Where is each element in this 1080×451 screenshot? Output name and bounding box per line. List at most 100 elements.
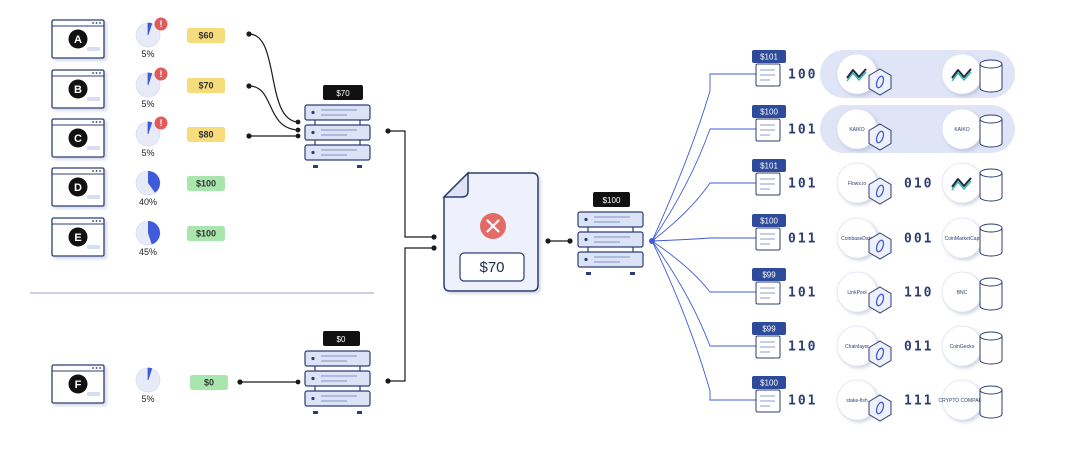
source-logo-label: KAIKO (849, 127, 864, 133)
bits-right: 011 (904, 340, 933, 355)
invalid-report-value: $70 (479, 259, 504, 276)
stake-percent: 45% (139, 247, 157, 257)
chainlink-hex-icon (868, 123, 892, 151)
price-pill (187, 176, 225, 191)
price-pill (187, 127, 225, 142)
aggregator-bottom-label: $0 (337, 335, 346, 344)
fan-line (651, 240, 756, 347)
stake-slice (148, 171, 160, 193)
aggregator-server-bottom: $0 (304, 331, 371, 414)
fan-hub (649, 238, 655, 244)
alert-icon (154, 67, 168, 81)
database-icon (979, 335, 1003, 365)
server-unit (304, 390, 371, 407)
chainlink-hex-icon (868, 232, 892, 260)
source-logo-label: CoinbaseData (841, 236, 873, 242)
alert-glyph: ! (160, 118, 163, 128)
bits-left: 101 (788, 123, 817, 138)
node-row-a: A!5%$60 (51, 17, 225, 59)
server-unit (577, 231, 644, 248)
alert-icon (154, 17, 168, 31)
database-icon (979, 227, 1003, 257)
chainlink-hex-icon (868, 340, 892, 368)
database-icon (979, 172, 1003, 202)
invalid-report-value-box (459, 252, 525, 282)
source-price: $100 (760, 379, 778, 388)
bits-left: 011 (788, 232, 817, 247)
source-price: $100 (760, 108, 778, 117)
source-price-tag (752, 214, 786, 227)
node-avatar (68, 177, 88, 197)
database-icon (979, 389, 1003, 419)
bits-left: 101 (788, 394, 817, 409)
node-letter: A (74, 34, 82, 46)
wave-logo-icon (951, 68, 972, 79)
alert-icon (154, 116, 168, 130)
node-operators: A!5%$60B!5%$70C!5%$80D40%$100E45%$100F5%… (51, 17, 228, 404)
node-row-d: D40%$100 (51, 167, 225, 207)
price-value: $0 (204, 378, 214, 388)
fan-out-lines (651, 73, 756, 401)
server-unit (577, 251, 644, 268)
source-logo-label: LinkPool (847, 290, 866, 296)
alert-glyph: ! (160, 19, 163, 29)
source-logo-label: KAIKO (954, 127, 969, 133)
source-price-tag (752, 159, 786, 172)
fan-line (651, 240, 756, 401)
database-icon (979, 118, 1003, 148)
database-icon (979, 63, 1003, 93)
stake-slice (147, 72, 153, 86)
source-logo-label: CoinMarketCap (945, 236, 980, 242)
source-price-tag (752, 268, 786, 281)
database-icon (979, 281, 1003, 311)
server-unit (304, 124, 371, 141)
server-unit (304, 350, 371, 367)
stake-percent: 5% (141, 99, 154, 109)
node-row-b: B!5%$70 (51, 67, 225, 109)
source-row: $100 101 KAIKO KAIKO (752, 105, 1015, 153)
node-letter: C (74, 133, 82, 145)
server-unit (304, 144, 371, 161)
alert-glyph: ! (160, 69, 163, 79)
aggregator-top-label: $70 (336, 89, 350, 98)
bits-left: 101 (788, 177, 817, 192)
price-value: $80 (198, 130, 213, 140)
chainlink-hex-icon (868, 177, 892, 205)
source-logo-label: stake-fish (846, 398, 868, 404)
node-row-e: E45%$100 (51, 217, 225, 257)
chainlink-hex-icon (868, 286, 892, 314)
server-stack (304, 104, 371, 168)
fan-line (651, 182, 756, 242)
node-row-f: F 5% $0 (51, 364, 228, 404)
connector-lines (240, 33, 570, 383)
bits-left: 110 (788, 340, 817, 355)
fan-line (651, 128, 756, 242)
price-value: $60 (198, 31, 213, 41)
stake-slice (147, 22, 153, 36)
connector-dots (237, 31, 573, 385)
source-logo-label: BNC (957, 290, 968, 296)
error-x-icon (480, 213, 506, 239)
stake-percent: 5% (141, 394, 154, 404)
final-aggregator-server: $100 (577, 192, 644, 275)
chainlink-hex-icon (868, 68, 892, 96)
wave-logo-icon (951, 177, 972, 188)
bits-left: 100 (788, 68, 817, 83)
wave-logo-icon (846, 68, 867, 79)
server-stack (304, 350, 371, 414)
source-logo-label: CRYPTO COMPARE (939, 398, 987, 404)
price-pill (187, 226, 225, 241)
price-pill (187, 28, 225, 43)
server-unit (304, 104, 371, 121)
stake-slice (148, 221, 160, 245)
node-letter: F (75, 379, 82, 391)
bits-left: 101 (788, 286, 817, 301)
final-server-label: $100 (603, 196, 621, 205)
